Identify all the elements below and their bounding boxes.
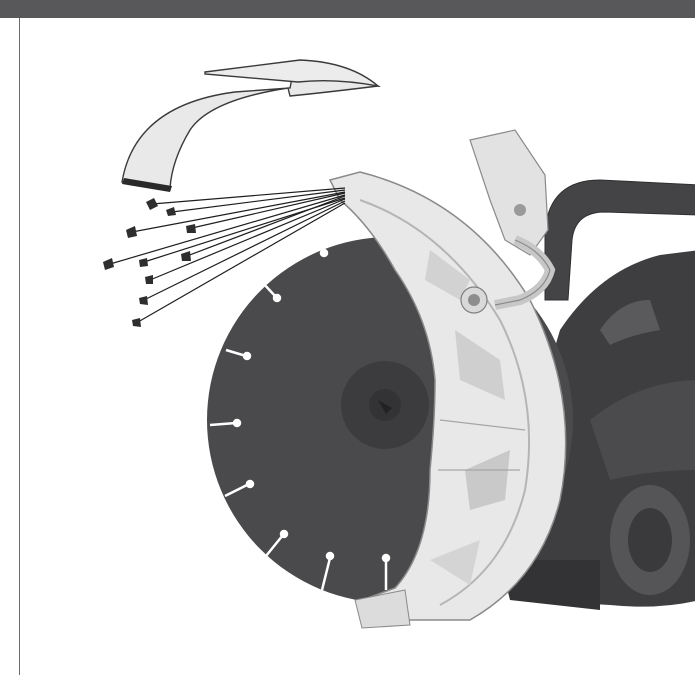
rotation-direction-arrow [122,75,378,188]
